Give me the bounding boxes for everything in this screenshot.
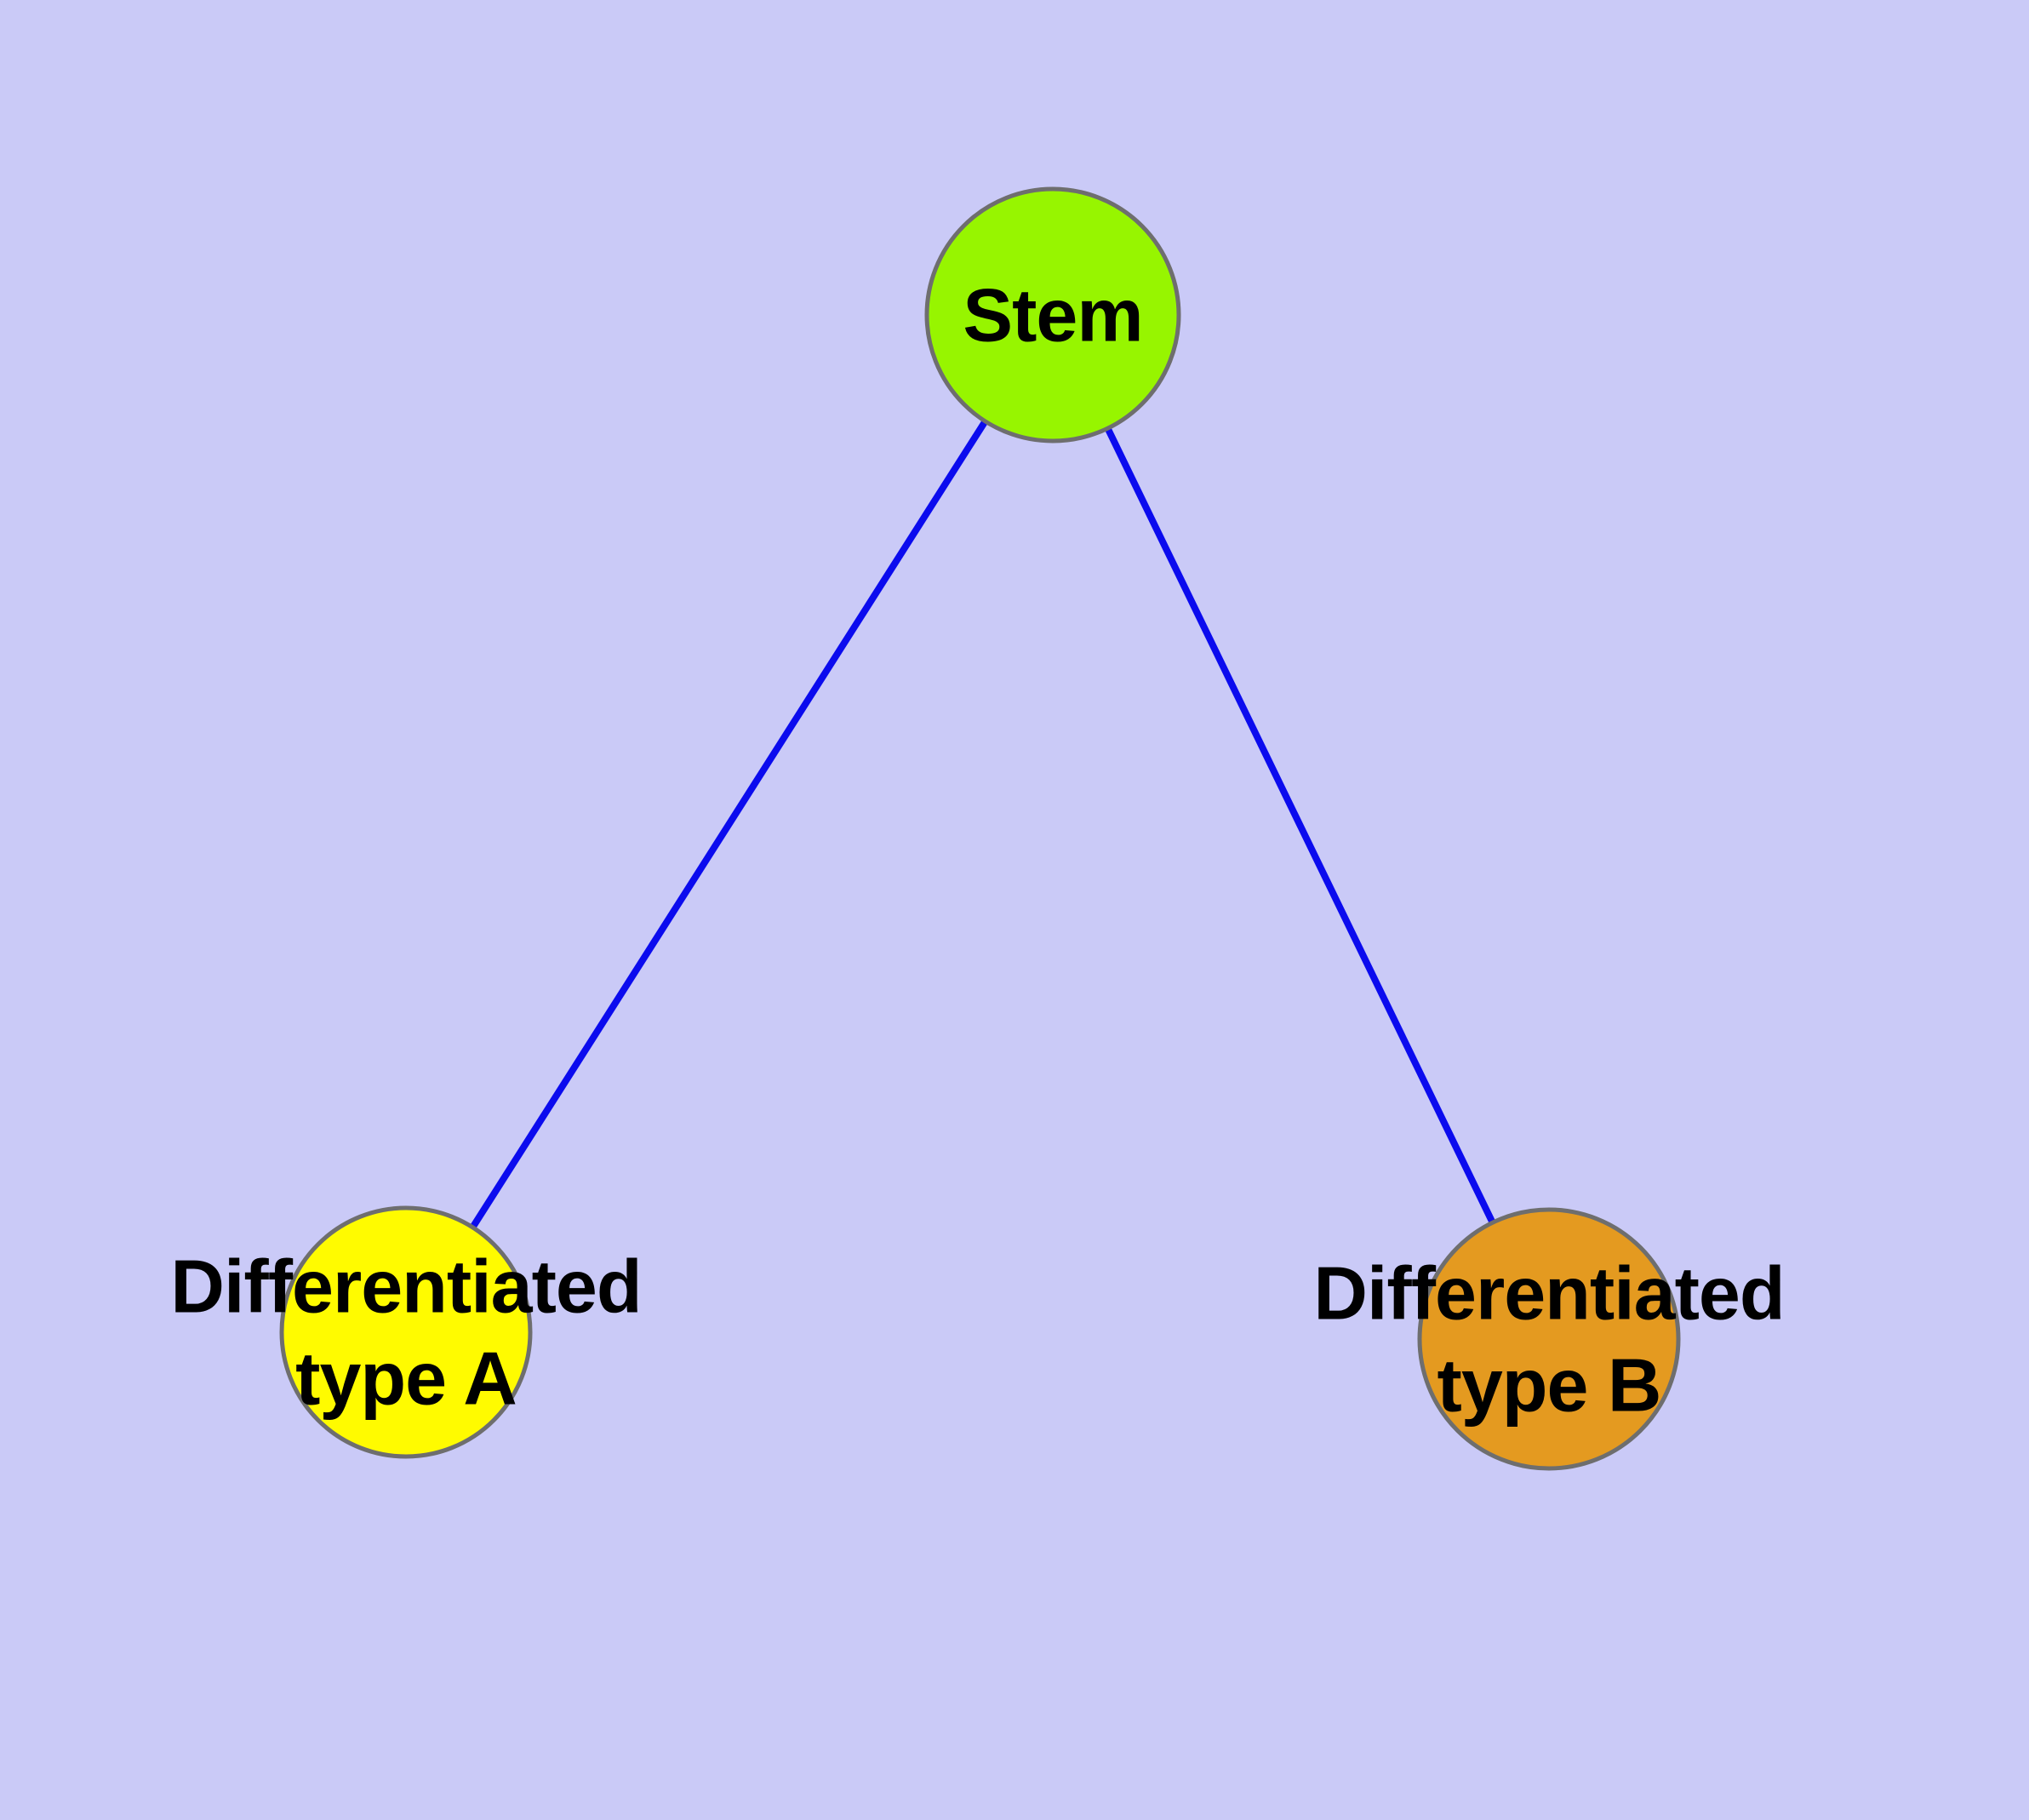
node-type-a-label-line1: Differentiated [170,1245,641,1329]
node-stem [924,186,1181,444]
node-type-a-label-line2: type A [295,1336,517,1421]
edge-stem-to-type-a [403,312,1056,1335]
node-differentiated-type-a [279,1205,533,1459]
edge-stem-to-type-b [1049,313,1552,1341]
node-type-b-label-line1: Differentiated [1313,1251,1784,1336]
node-differentiated-type-b [1417,1207,1681,1471]
node-stem-label: Stem [963,273,1142,358]
node-type-b-label-line2: type B [1437,1343,1661,1428]
